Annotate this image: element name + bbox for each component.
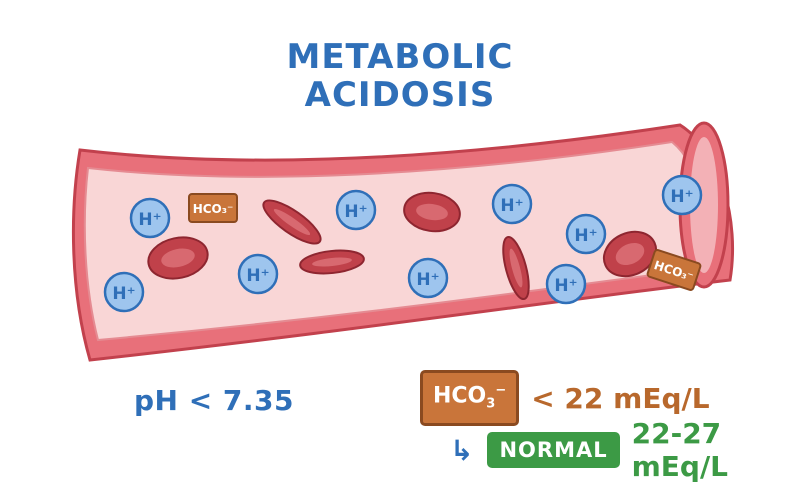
hco3-comparison: < 22 mEq/L [531, 381, 710, 415]
h-ion-label: H⁺ [554, 276, 577, 296]
hco3-badge-subscript: 3 [486, 396, 496, 412]
title-line-2: ACIDOSIS [304, 75, 496, 115]
h-ion-label: H⁺ [246, 266, 269, 286]
h-ion-label: H⁺ [670, 187, 693, 207]
red-blood-cells [147, 191, 658, 301]
h-ion-label: H⁺ [574, 226, 597, 246]
h-ion-label: H⁺ [138, 210, 161, 230]
hco3-badge-main: HCO [433, 383, 487, 409]
h-ion-label: H⁺ [344, 202, 367, 222]
normal-range-row: ↳ NORMAL 22-27 mEq/L [450, 417, 800, 483]
h-ion: H⁺ [565, 213, 607, 255]
h-ion: H⁺ [129, 197, 171, 239]
hydrogen-ions: H⁺ H⁺ H⁺ H⁺ H⁺ H⁺ H⁺ H⁺ [103, 174, 703, 313]
bent-arrow-icon: ↳ [450, 433, 474, 467]
title-line-1: METABOLIC [286, 37, 514, 77]
hco3-badge-superscript: − [495, 383, 507, 399]
vessel-opening-inner [690, 137, 718, 273]
h-ion: H⁺ [103, 271, 145, 313]
red-blood-cell [299, 249, 365, 275]
red-blood-cell [502, 235, 530, 301]
h-ion: H⁺ [407, 257, 449, 299]
hco3-ion: HCO₃⁻ [188, 193, 238, 223]
h-ion: H⁺ [335, 189, 377, 231]
normal-badge: NORMAL [487, 432, 620, 468]
ph-threshold: pH < 7.35 [134, 384, 295, 417]
h-ion-label: H⁺ [500, 196, 523, 216]
red-blood-cell [147, 236, 209, 280]
h-ion-label: H⁺ [112, 284, 135, 304]
h-ion: H⁺ [661, 174, 703, 216]
bicarbonate-ions: HCO₃⁻ HCO₃⁻ [188, 193, 702, 291]
hco3-ion: HCO₃⁻ [646, 249, 702, 291]
hco3-ion-label: HCO₃⁻ [193, 202, 234, 216]
h-ion: H⁺ [491, 183, 533, 225]
normal-range-value: 22-27 mEq/L [631, 417, 729, 483]
hco3-badge: HCO3− [420, 370, 520, 426]
red-blood-cell [602, 230, 658, 278]
red-blood-cell [262, 199, 322, 245]
h-ion: H⁺ [545, 263, 587, 305]
red-blood-cell [403, 191, 461, 233]
diagram-title: METABOLIC ACIDOSIS [0, 38, 800, 114]
h-ion-label: H⁺ [416, 270, 439, 290]
h-ion: H⁺ [237, 253, 279, 295]
bicarbonate-threshold-row: HCO3− < 22 mEq/L [420, 370, 710, 426]
